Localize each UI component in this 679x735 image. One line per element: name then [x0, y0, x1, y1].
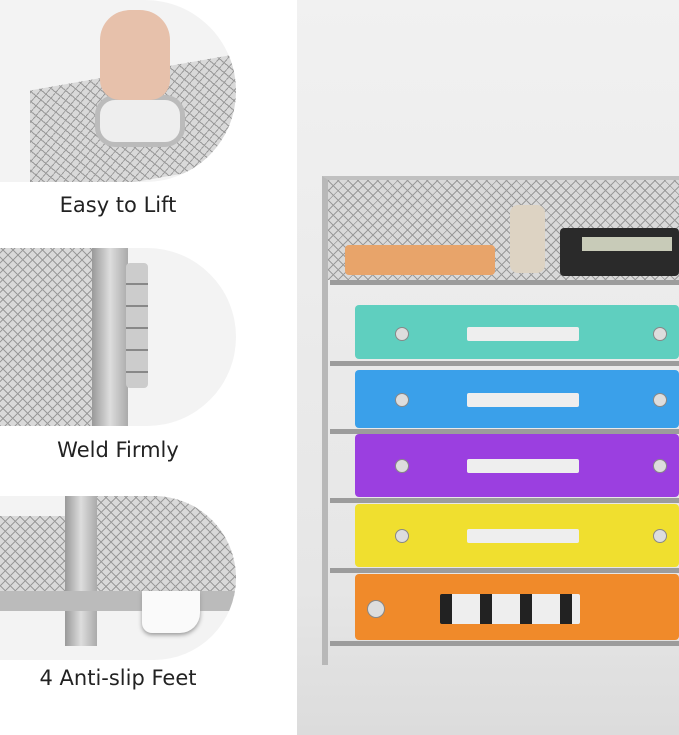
calculator-display — [582, 237, 672, 251]
shelf — [330, 641, 679, 646]
notebook — [345, 245, 495, 275]
binder-orange — [355, 574, 679, 640]
binder-purple — [355, 434, 679, 497]
shelf — [330, 361, 679, 366]
mesh-panel — [0, 516, 70, 596]
anti-slip-foot-icon — [142, 591, 200, 633]
hand-image — [100, 10, 170, 100]
mesh-panel — [0, 248, 95, 426]
feature-label: Easy to Lift — [59, 193, 177, 217]
tape-dispenser — [510, 205, 545, 273]
binder-blue — [355, 370, 679, 428]
frame-bar — [65, 496, 97, 646]
binder-yellow — [355, 504, 679, 567]
feature-image-feet — [0, 496, 236, 660]
feature-label: Weld Firmly — [57, 438, 179, 462]
shelf — [330, 568, 679, 573]
calculator — [560, 228, 679, 276]
binder-teal — [355, 305, 679, 359]
shelf — [330, 429, 679, 434]
hinge-icon — [126, 263, 148, 388]
feature-image-easy-lift — [0, 0, 236, 182]
frame-bar — [92, 248, 128, 426]
handle-icon — [95, 95, 185, 147]
shelf — [330, 498, 679, 503]
feature-image-weld — [0, 248, 236, 426]
mesh-panel — [95, 496, 236, 596]
feature-label: 4 Anti-slip Feet — [39, 666, 197, 690]
frame-bottom — [0, 591, 236, 611]
shelf — [330, 280, 679, 285]
